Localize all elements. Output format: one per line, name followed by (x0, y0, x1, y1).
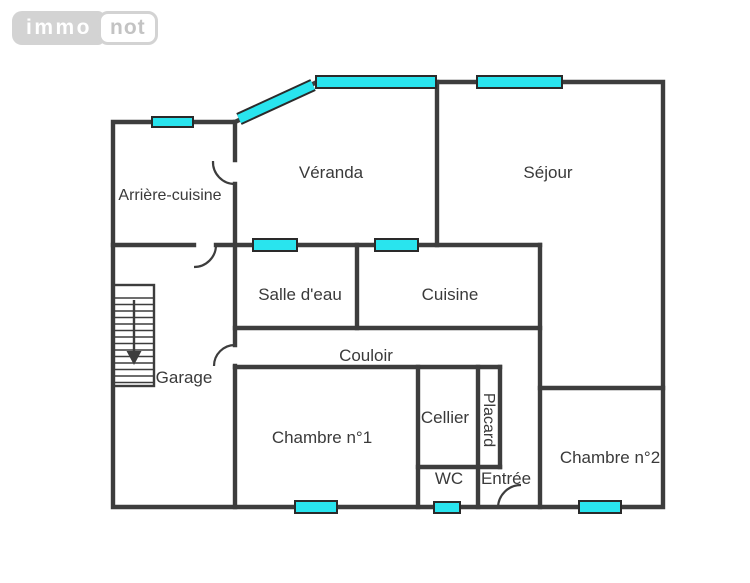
doors (193, 160, 522, 509)
window-arriere-cuisine (151, 116, 194, 128)
stairs-down-arrow-icon (126, 300, 142, 365)
immonot-logo: immo not (12, 11, 158, 45)
window-sejour-top (476, 75, 563, 89)
logo-not-segment: not (98, 11, 158, 45)
window-chambre2 (578, 500, 622, 514)
door-arc-arriere-cuisine (211, 160, 236, 186)
door-arc-entree (496, 483, 522, 509)
window-veranda-top (315, 75, 437, 89)
room-label-cuisine: Cuisine (422, 285, 479, 304)
window-salledeau (252, 238, 298, 252)
room-label-arriere-cuisine: Arrière-cuisine (118, 187, 221, 204)
room-label-cellier: Cellier (421, 408, 470, 427)
room-label-wc: WC (435, 469, 463, 488)
room-label-sejour: Séjour (523, 163, 572, 182)
window-chambre1 (294, 500, 338, 514)
room-label-chambre2: Chambre n°2 (560, 448, 660, 467)
room-label-placard: Placard (480, 393, 497, 447)
room-label-entree: Entrée (481, 469, 531, 488)
windows (151, 75, 622, 514)
room-labels: Arrière-cuisine Véranda Séjour Salle d'e… (118, 163, 660, 488)
outer-wall (110, 79, 666, 510)
window-diagonal (237, 80, 315, 124)
room-label-garage: Garage (156, 368, 213, 387)
room-label-chambre1: Chambre n°1 (272, 428, 372, 447)
room-label-veranda: Véranda (299, 163, 364, 182)
window-cuisine (374, 238, 419, 252)
window-wc (433, 501, 461, 514)
door-arc-couloir (212, 343, 236, 367)
stairs-arrow-head (126, 351, 142, 365)
walls (110, 79, 666, 510)
room-label-salle-deau: Salle d'eau (258, 285, 342, 304)
stairs (112, 283, 156, 388)
room-label-couloir: Couloir (339, 346, 393, 365)
door-arc-garage (193, 244, 218, 269)
logo-immo-segment: immo (12, 11, 105, 45)
